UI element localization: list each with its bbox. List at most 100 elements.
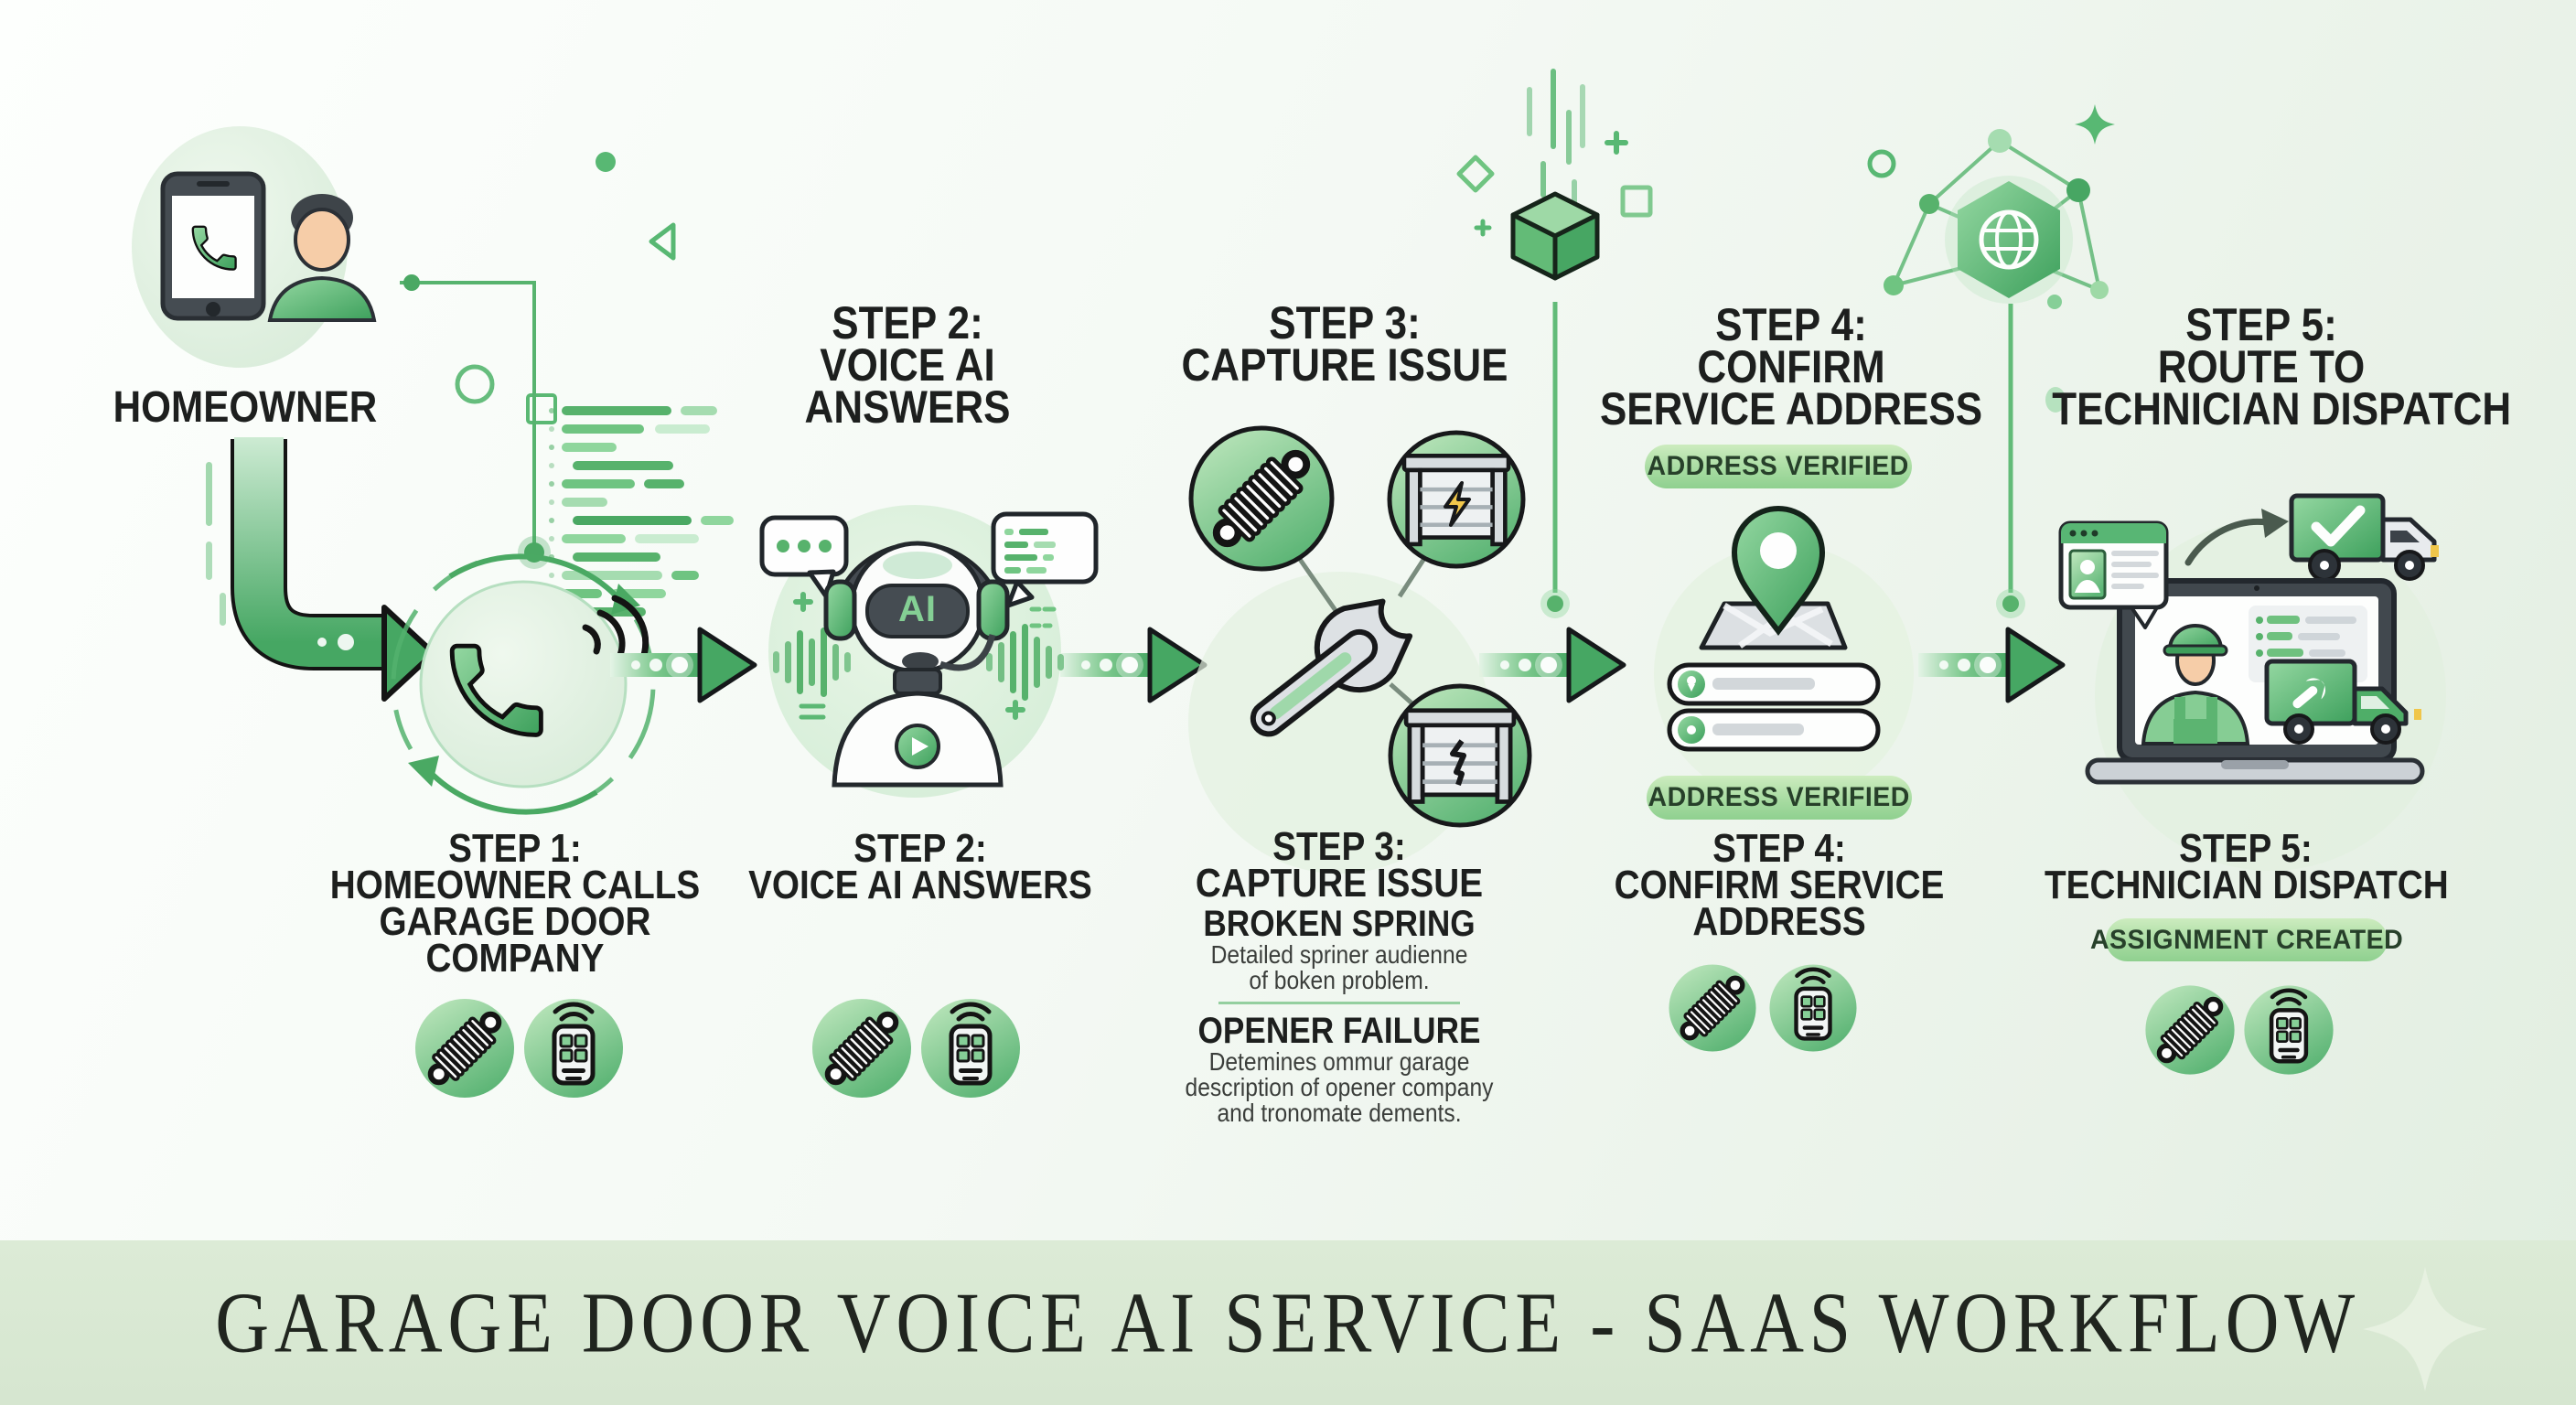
waveform-right-icon: [986, 624, 1064, 701]
globe-icon: [1958, 181, 2060, 298]
step1-line4: COMPANY: [425, 936, 605, 981]
step2-top-line1: STEP 2:: [832, 297, 983, 349]
step4-line3: ADDRESS: [1692, 899, 1866, 944]
step5-top-line2: ROUTE TO: [2157, 341, 2366, 392]
service-address-cluster: [1654, 506, 1914, 804]
remote-icon: [1769, 964, 1856, 1051]
address-field-1: [1667, 662, 1881, 706]
code-snippet-decoration: [549, 406, 734, 617]
step3-line2: CAPTURE ISSUE: [1195, 861, 1484, 906]
remote-icon: [524, 999, 623, 1098]
step2-top-line2: VOICE AI: [820, 339, 995, 391]
step2-label: STEP 2: VOICE AI ANSWERS: [719, 826, 1122, 907]
phone-icon: [160, 171, 266, 321]
spring-icon: [1188, 425, 1335, 572]
address-verified-badge-top-text: ADDRESS VERIFIED: [1647, 451, 1910, 481]
step3-top-line2: CAPTURE ISSUE: [1181, 339, 1508, 391]
step3-top-heading: STEP 3: CAPTURE ISSUE: [1143, 297, 1546, 391]
technician-avatar: [2141, 624, 2250, 745]
technician-profile-card: [2058, 520, 2169, 629]
remote-icon: [921, 999, 1020, 1098]
spring-icon: [415, 999, 514, 1098]
issue-opener-failure-title: OPENER FAILURE: [1197, 1011, 1481, 1051]
step5-line1: STEP 5:: [2179, 826, 2313, 871]
step1-icon-pair: [415, 999, 623, 1098]
step3-top-line1: STEP 3:: [1269, 297, 1421, 349]
step4-icon-pair: [1669, 964, 1856, 1051]
address-verified-badge-top: ADDRESS VERIFIED: [1645, 445, 1912, 488]
issue-broken-spring-desc1: Detailed spriner audienne: [1210, 940, 1468, 969]
issue-divider: [1218, 1002, 1460, 1004]
step4-top-heading: STEP 4: CONFIRM SERVICE ADDRESS: [1590, 299, 1992, 434]
page-title: GARAGE DOOR VOICE AI SERVICE - SAAS WORK…: [215, 1274, 2361, 1371]
issue-opener-failure-desc2: description of opener company: [1185, 1073, 1494, 1101]
step5-icon-pair: [2145, 985, 2333, 1074]
step3-label: STEP 3: CAPTURE ISSUE BROKEN SPRING Deta…: [1138, 824, 1540, 1127]
step3-line1: STEP 3:: [1272, 824, 1406, 869]
crack-icon: [1450, 739, 1466, 786]
step5-top-line3: TECHNICIAN DISPATCH: [2052, 383, 2512, 434]
step5-top-heading: STEP 5: ROUTE TO TECHNICIAN DISPATCH: [2052, 299, 2512, 434]
sparkle-icon: [2363, 1267, 2487, 1391]
flow-arrow-step1: [206, 437, 436, 702]
decor-left-scatter: [400, 152, 676, 569]
step5-label: STEP 5: TECHNICIAN DISPATCH: [2045, 826, 2449, 907]
call-circle: [391, 552, 656, 817]
step2-line2: VOICE AI ANSWERS: [748, 863, 1092, 907]
spring-icon: [812, 999, 911, 1098]
spring-icon: [1669, 964, 1755, 1051]
step2-top-heading: STEP 2: VOICE AI ANSWERS: [706, 297, 1109, 430]
decor-cube: [1456, 69, 1653, 618]
speech-bubble-dots-icon: [759, 515, 849, 599]
waveform-left-icon: [773, 627, 851, 697]
issue-broken-spring-title: BROKEN SPRING: [1203, 904, 1476, 944]
robot-icon: [823, 541, 1010, 788]
step2-line1: STEP 2:: [853, 826, 987, 871]
voice-ai-robot: [759, 505, 1099, 798]
sparkle-icon: [2075, 104, 2115, 145]
wrench-icon: [1250, 598, 1413, 737]
step2-icon-pair: [812, 999, 1020, 1098]
step4-top-line3: SERVICE ADDRESS: [1599, 383, 1983, 434]
issue-opener-failure-desc3: and tronomate dements.: [1217, 1099, 1462, 1127]
homeowner-label: HOMEOWNER: [113, 383, 378, 432]
address-verified-badge-bottom: ADDRESS VERIFIED: [1647, 776, 1912, 820]
address-field-2: [1667, 708, 1881, 752]
flow-arrow-2: [610, 629, 755, 701]
decor-network: [1867, 104, 2115, 618]
step4-top-line2: CONFIRM: [1697, 341, 1885, 392]
handset-icon: [452, 595, 649, 735]
garage-door-crack-icon: [1388, 683, 1532, 828]
flow-arrow-5: [1918, 629, 2063, 701]
step1-line3: GARAGE DOOR: [379, 899, 651, 944]
garage-door-lightning-icon: [1387, 430, 1526, 569]
step4-label: STEP 4: CONFIRM SERVICE ADDRESS: [1578, 826, 1980, 944]
robot-ai-label: AI: [898, 588, 937, 629]
step5-top-line1: STEP 5:: [2185, 299, 2337, 350]
assignment-created-badge: ASSIGNMENT CREATED: [2090, 918, 2403, 961]
speech-bubble-text-icon: [991, 511, 1099, 608]
curved-arrow-icon: [2184, 518, 2270, 566]
capture-issue-cluster: [1188, 425, 1532, 874]
map-pin-icon: [1731, 506, 1826, 636]
connector-polyline: [400, 281, 536, 549]
step4-line2: CONFIRM SERVICE: [1614, 863, 1945, 907]
address-verified-badge-bottom-text: ADDRESS VERIFIED: [1648, 782, 1911, 812]
assignment-created-badge-text: ASSIGNMENT CREATED: [2089, 924, 2404, 955]
step5-line2: TECHNICIAN DISPATCH: [2045, 863, 2449, 907]
step1-line1: STEP 1:: [448, 826, 582, 871]
issue-opener-failure-desc1: Detemines ommur garage: [1208, 1047, 1470, 1076]
step4-top-line1: STEP 4:: [1715, 299, 1867, 350]
truck-wrench-icon: [2264, 659, 2421, 745]
lightning-icon: [1444, 481, 1471, 527]
homeowner-avatar: [267, 194, 377, 322]
issue-broken-spring-desc2: of boken problem.: [1249, 966, 1430, 994]
flow-arrow-4: [1479, 629, 1624, 701]
title-banner: GARAGE DOOR VOICE AI SERVICE - SAAS WORK…: [0, 1240, 2576, 1405]
step4-line1: STEP 4:: [1712, 826, 1846, 871]
truck-check-icon: [2289, 493, 2439, 582]
homeowner-illustration: [132, 126, 377, 368]
laptop-base: [2085, 757, 2425, 785]
